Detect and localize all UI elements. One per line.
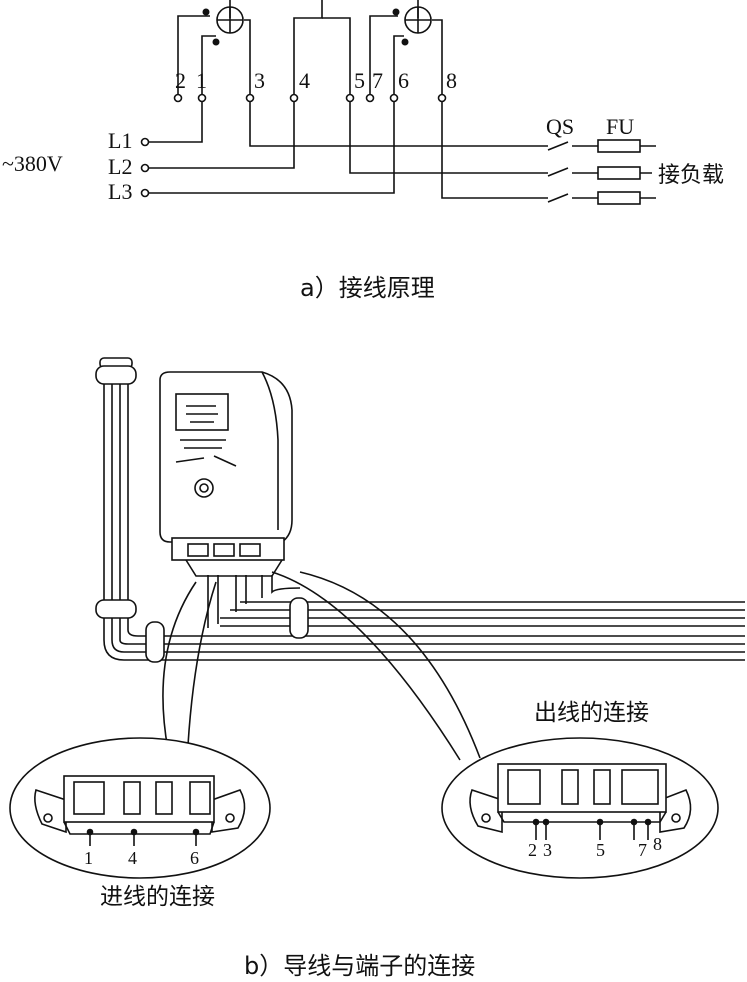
terminal-label: 3 — [254, 68, 265, 93]
terminal-label: 6 — [398, 68, 409, 93]
caption-a: a）接线原理 — [300, 274, 435, 302]
line-label-l1: L1 — [108, 128, 132, 153]
outgoing-terminal-label: 7 — [638, 840, 647, 860]
incoming-terminal-label: 1 — [84, 848, 93, 868]
load-label: 接负载 — [658, 163, 724, 188]
terminal-label: 1 — [196, 68, 207, 93]
line-label-l2: L2 — [108, 154, 132, 179]
line-label-l3: L3 — [108, 179, 132, 204]
voltage-label: ~380V — [2, 151, 63, 176]
incoming-terminal-label: 4 — [128, 848, 137, 868]
outgoing-terminal-label: 8 — [653, 834, 662, 854]
installation-drawing — [9, 357, 745, 879]
outgoing-terminal-label: 2 — [528, 840, 537, 860]
switch-label: QS — [546, 114, 574, 139]
fuse-label: FU — [606, 114, 634, 139]
terminal-label: 5 — [354, 68, 365, 93]
terminal-label: 7 — [372, 68, 383, 93]
schematic-wiring — [140, 0, 656, 205]
outgoing-terminal-label: 3 — [543, 840, 552, 860]
outgoing-title: 出线的连接 — [534, 700, 649, 726]
incoming-terminal-label: 6 — [190, 848, 199, 868]
terminal-label: 8 — [446, 68, 457, 93]
outgoing-terminal-label: 5 — [596, 840, 605, 860]
terminal-label: 4 — [299, 68, 310, 93]
caption-b: b）导线与端子的连接 — [244, 952, 475, 980]
incoming-title: 进线的连接 — [100, 884, 215, 910]
terminal-label: 2 — [175, 68, 186, 93]
